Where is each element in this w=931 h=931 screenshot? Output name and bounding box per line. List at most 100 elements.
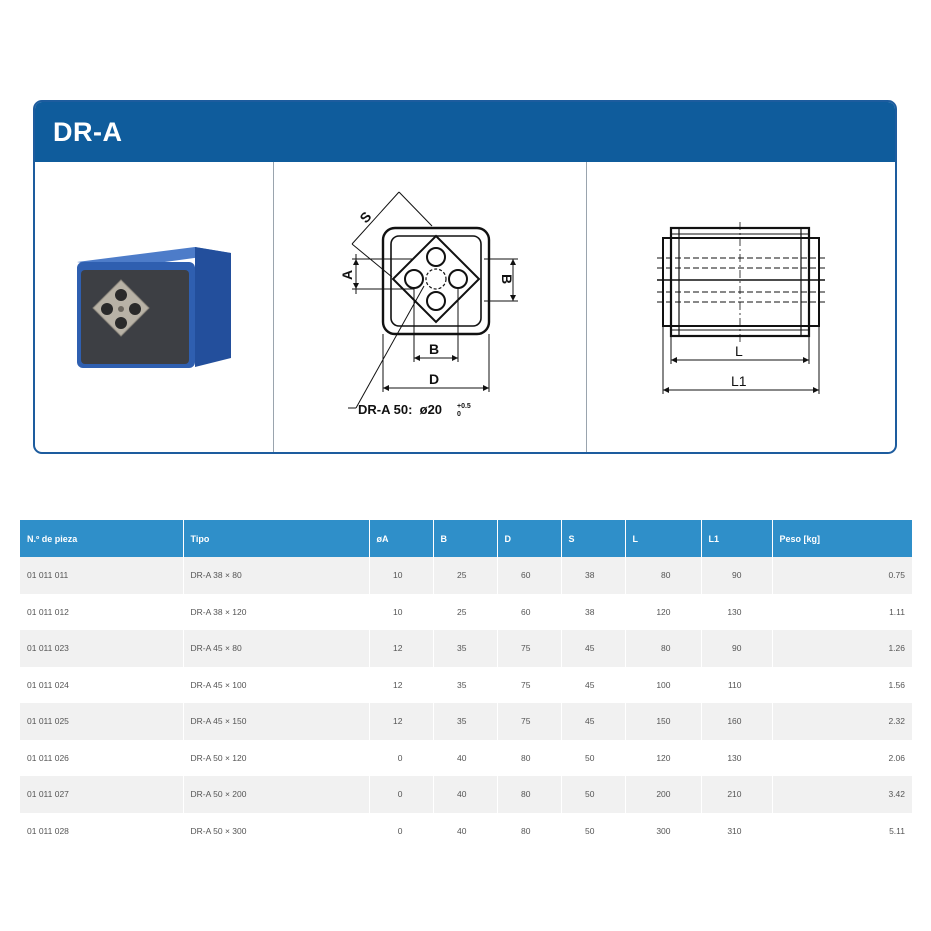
cell-d: 80 xyxy=(497,812,562,849)
cell-d: 60 xyxy=(497,557,562,594)
col-header-l1: L1 xyxy=(701,520,773,557)
cell-l1: 90 xyxy=(701,557,773,594)
front-drawing-panel: S A B B D DR-A 50: ø20 +0.5 0 xyxy=(274,162,587,452)
table-header-row: N.º de pieza Tipo øA B D S L L1 Peso [kg… xyxy=(20,520,912,557)
cell-type: DR-A 50 × 200 xyxy=(183,776,370,813)
cell-part-no: 01 011 023 xyxy=(20,630,184,667)
cell-s: 50 xyxy=(561,739,626,776)
cell-b: 25 xyxy=(433,593,498,630)
cell-l1: 210 xyxy=(701,776,773,813)
dim-label-s: S xyxy=(356,208,374,226)
cell-l1: 110 xyxy=(701,666,773,703)
dim-label-a: A xyxy=(339,270,355,280)
side-view-drawing: L L1 xyxy=(657,222,825,394)
cell-a: 0 xyxy=(369,776,434,813)
front-view-drawing: S A B B D DR-A 50: ø20 +0.5 0 xyxy=(339,191,518,418)
cell-a: 12 xyxy=(369,703,434,740)
product-photo xyxy=(77,247,231,368)
cell-weight: 0.75 xyxy=(772,557,912,594)
cell-part-no: 01 011 024 xyxy=(20,666,184,703)
cell-part-no: 01 011 026 xyxy=(20,739,184,776)
cell-d: 80 xyxy=(497,776,562,813)
col-header-d: D xyxy=(497,520,562,557)
cell-l: 120 xyxy=(625,739,702,776)
cell-s: 45 xyxy=(561,703,626,740)
col-header-part-no: N.º de pieza xyxy=(20,520,184,557)
cell-b: 40 xyxy=(433,812,498,849)
cell-type: DR-A 45 × 150 xyxy=(183,703,370,740)
cell-s: 50 xyxy=(561,776,626,813)
cell-s: 45 xyxy=(561,630,626,667)
col-header-type: Tipo xyxy=(183,520,370,557)
cell-s: 50 xyxy=(561,812,626,849)
cell-d: 60 xyxy=(497,593,562,630)
card-panels: S A B B D DR-A 50: ø20 +0.5 0 xyxy=(35,162,895,452)
col-header-a: øA xyxy=(369,520,434,557)
callout-tolerance-upper: +0.5 xyxy=(457,403,471,410)
cell-b: 35 xyxy=(433,666,498,703)
dim-label-l: L xyxy=(735,343,743,359)
cell-l1: 90 xyxy=(701,630,773,667)
col-header-s: S xyxy=(561,520,626,557)
card-title: DR-A xyxy=(35,102,895,162)
cell-weight: 2.32 xyxy=(772,703,912,740)
cell-weight: 1.11 xyxy=(889,606,905,617)
col-header-l: L xyxy=(625,520,702,557)
cell-s: 38 xyxy=(561,557,626,594)
cell-type: DR-A 38 × 120 xyxy=(183,593,370,630)
cell-a: 10 xyxy=(369,557,434,594)
cell-type: DR-A 45 × 80 xyxy=(183,630,370,667)
cell-weight: 5.11 xyxy=(889,825,905,836)
cell-weight: 1.56 xyxy=(888,679,905,690)
cell-b: 35 xyxy=(433,703,498,740)
side-drawing-panel: L L1 xyxy=(587,162,895,452)
product-card: DR-A xyxy=(33,100,897,454)
cell-part-no: 01 011 027 xyxy=(20,776,184,813)
dim-label-l1: L1 xyxy=(731,373,747,389)
cell-weight: 2.06 xyxy=(888,752,905,763)
cell-l1: 310 xyxy=(701,812,773,849)
cell-l: 200 xyxy=(625,776,702,813)
cell-type: DR-A 38 × 80 xyxy=(183,557,370,594)
dim-label-d: D xyxy=(429,371,439,387)
cell-weight: 3.42 xyxy=(772,776,912,813)
cell-l: 150 xyxy=(625,703,702,740)
cell-l1: 130 xyxy=(701,739,773,776)
cell-a: 12 xyxy=(369,630,434,667)
cell-part-no: 01 011 011 xyxy=(20,557,184,594)
cell-a: 0 xyxy=(369,739,434,776)
cell-l: 120 xyxy=(625,593,702,630)
cell-d: 75 xyxy=(497,666,562,703)
cell-l1: 160 xyxy=(701,703,773,740)
cell-s: 45 xyxy=(561,666,626,703)
cell-d: 75 xyxy=(497,630,562,667)
cell-type: DR-A 50 × 120 xyxy=(183,739,370,776)
cell-a: 0 xyxy=(369,812,434,849)
cell-a: 12 xyxy=(369,666,434,703)
cell-d: 75 xyxy=(497,703,562,740)
dim-label-b-side: B xyxy=(499,274,515,284)
cell-a: 10 xyxy=(369,593,434,630)
product-photo-panel xyxy=(35,162,274,452)
callout-label: DR-A 50: ø20 xyxy=(358,402,442,417)
cell-l: 300 xyxy=(625,812,702,849)
cell-l: 100 xyxy=(625,666,702,703)
cell-b: 35 xyxy=(433,630,498,667)
cell-b: 40 xyxy=(433,776,498,813)
cell-part-no: 01 011 025 xyxy=(20,703,184,740)
cell-s: 38 xyxy=(561,593,626,630)
cell-b: 40 xyxy=(433,739,498,776)
dim-label-b-bottom: B xyxy=(429,341,439,357)
cell-type: DR-A 50 × 300 xyxy=(183,812,370,849)
cell-part-no: 01 011 012 xyxy=(20,593,184,630)
spec-table: N.º de pieza Tipo øA B D S L L1 Peso [kg… xyxy=(20,520,912,849)
cell-l: 80 xyxy=(625,630,702,667)
cell-part-no: 01 011 028 xyxy=(20,812,184,849)
